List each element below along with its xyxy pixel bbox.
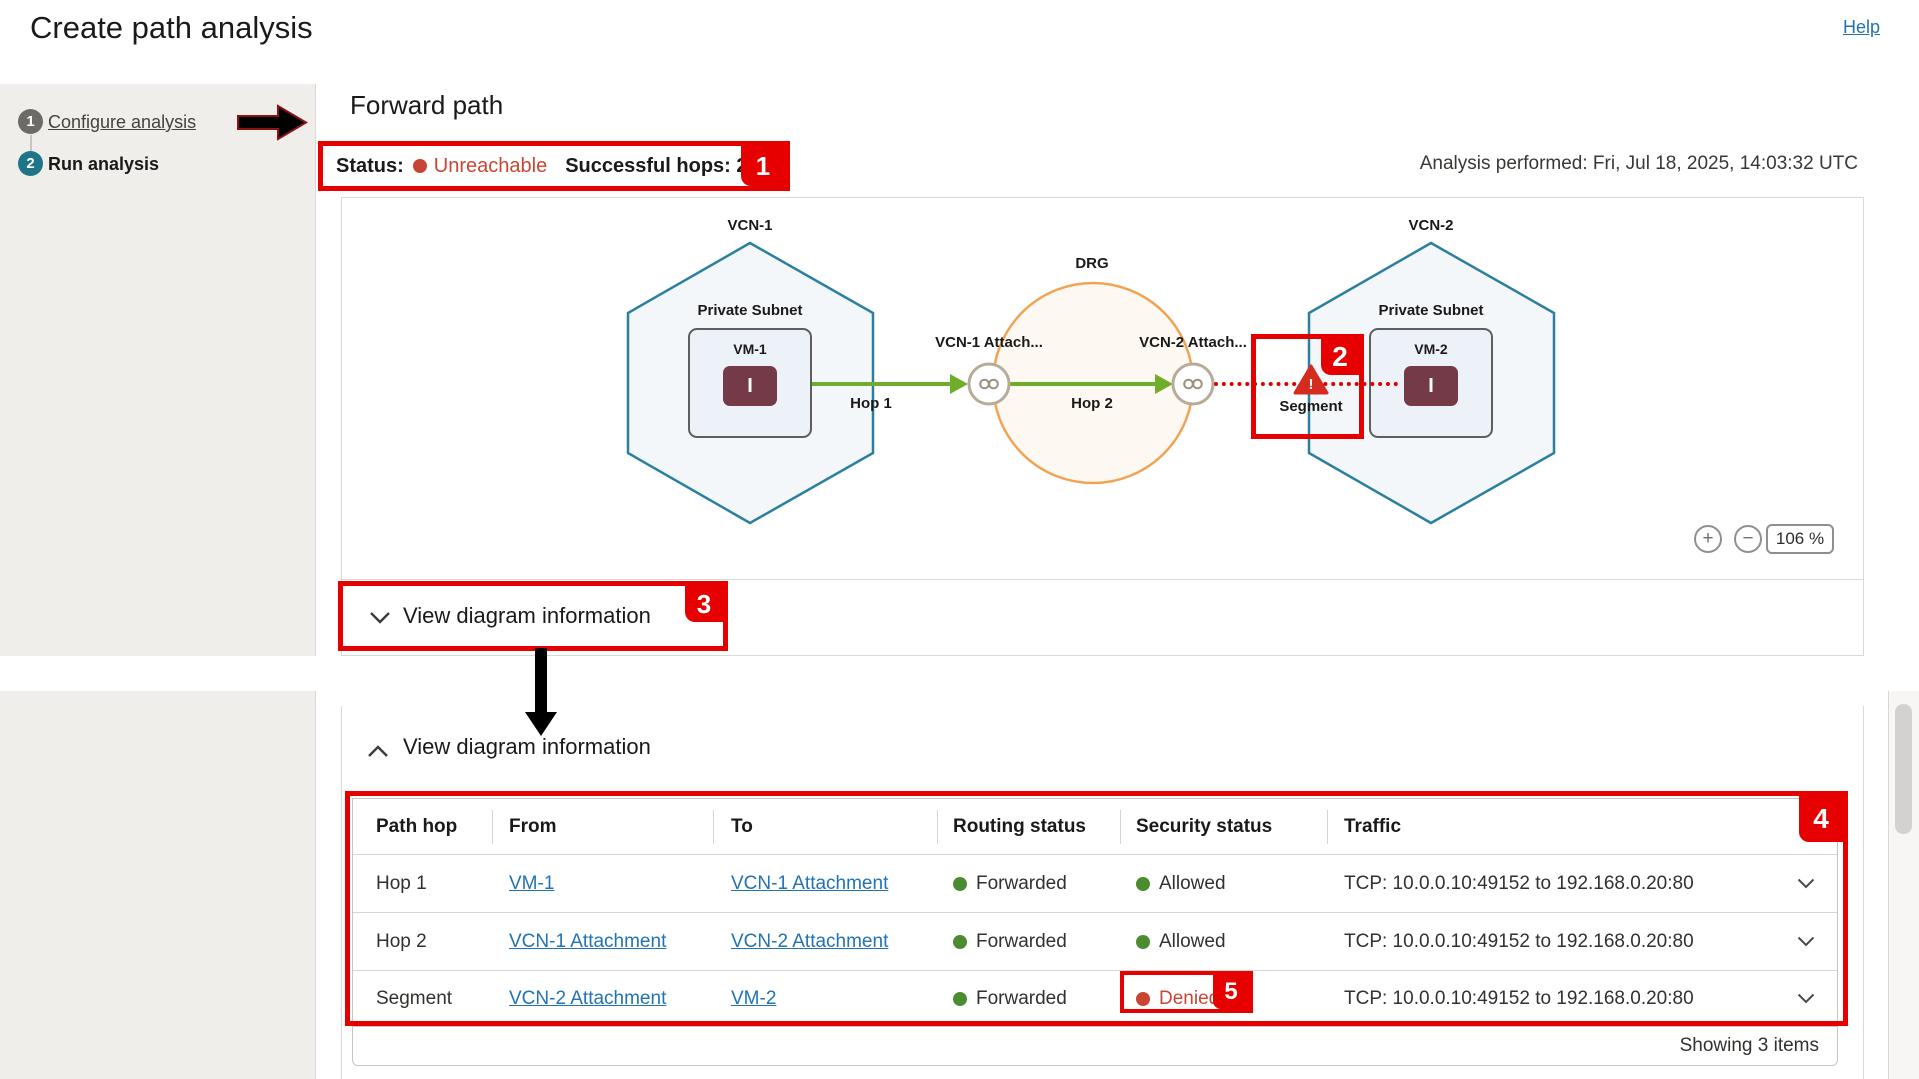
traffic-value: TCP: 10.0.0.10:49152 to 192.168.0.20:80 (1344, 987, 1694, 1009)
to-link[interactable]: VCN-1 Attachment (731, 872, 889, 894)
step-2-circle: 2 (18, 151, 43, 176)
column-header-from: From (493, 809, 714, 844)
hop1-label: Hop 1 (850, 395, 892, 412)
table-row: Hop 2 VCN-1 Attachment VCN-2 Attachment … (353, 912, 1837, 970)
screenshot-gap-band (0, 656, 1919, 691)
path-diagram-panel: VCN-1 VCN-2 DRG Private Subnet Private S… (341, 197, 1864, 656)
vcn1-subnet-box[interactable]: VM-1 I (688, 328, 812, 438)
callout-arrow-down-icon (525, 648, 557, 736)
zoom-in-button[interactable]: + (1694, 525, 1722, 553)
warning-icon: ! (1293, 364, 1329, 395)
chevron-up-icon[interactable] (367, 745, 389, 758)
security-status-value: Allowed (1159, 930, 1226, 952)
forwarded-status-dot-icon (953, 876, 967, 891)
table-row: Segment VCN-2 Attachment VM-2 Forwarded … (353, 970, 1837, 1026)
forward-path-heading: Forward path (350, 90, 504, 120)
column-header-to: To (714, 809, 938, 844)
security-status-value: Denied (1159, 987, 1220, 1009)
row-expand-chevron-icon[interactable] (1797, 878, 1815, 889)
vm2-instance-icon[interactable]: I (1404, 366, 1458, 406)
status-value: Unreachable (433, 154, 548, 177)
row-expand-chevron-icon[interactable] (1797, 936, 1815, 947)
forwarded-status-dot-icon (953, 934, 967, 949)
zoom-out-button[interactable]: − (1734, 525, 1762, 553)
column-header-path-hop: Path hop (353, 809, 493, 844)
segment-label: Segment (1279, 398, 1343, 415)
successful-hops-text: Successful hops: 2 (565, 154, 748, 177)
vcn2-subnet-label: Private Subnet (1378, 302, 1484, 319)
path-hops-table: Path hop From To Routing status Security… (352, 798, 1838, 1066)
unreachable-status-dot-icon (412, 159, 427, 173)
step-1-circle: 1 (18, 109, 43, 134)
traffic-value: TCP: 10.0.0.10:49152 to 192.168.0.20:80 (1344, 930, 1694, 952)
vm1-instance-icon[interactable]: I (723, 366, 777, 406)
column-header-security-status: Security status (1121, 809, 1328, 844)
path-hop-cell: Segment (376, 987, 453, 1009)
denied-status-dot-icon (1136, 991, 1150, 1006)
to-link[interactable]: VCN-2 Attachment (731, 930, 889, 952)
sidebar-item-configure-analysis[interactable]: Configure analysis (48, 112, 197, 132)
view-diagram-information-label: View diagram information (403, 603, 651, 628)
path-hop-cell: Hop 1 (376, 872, 427, 894)
vm2-label: VM-2 (1414, 341, 1448, 357)
annotation-badge-1: 1 (741, 146, 785, 186)
allowed-status-dot-icon (1136, 876, 1150, 891)
allowed-status-dot-icon (1136, 934, 1150, 949)
from-link[interactable]: VCN-2 Attachment (509, 987, 667, 1009)
status-label: Status: (336, 154, 404, 177)
step-connector-line (30, 135, 32, 151)
traffic-value: TCP: 10.0.0.10:49152 to 192.168.0.20:80 (1344, 872, 1694, 894)
hop1-arrowhead-icon (950, 374, 968, 394)
zoom-level-field[interactable]: 106 % (1766, 524, 1834, 554)
vm1-label: VM-1 (733, 341, 767, 357)
sidebar-item-run-analysis: Run analysis (48, 154, 160, 174)
table-footer: Showing 3 items (353, 1026, 1837, 1065)
stepper-sidebar-bottom (0, 691, 316, 1079)
svg-text:!: ! (1309, 376, 1314, 393)
security-status-value: Allowed (1159, 872, 1226, 894)
routing-status-value: Forwarded (976, 930, 1067, 952)
path-hop-cell: Hop 2 (376, 930, 427, 952)
view-diagram-information-collapsed[interactable]: View diagram information (342, 579, 1863, 655)
vcn1-subnet-label: Private Subnet (697, 302, 803, 319)
table-header-row: Path hop From To Routing status Security… (353, 799, 1837, 854)
hop2-arrowhead-icon (1155, 374, 1173, 394)
vcn1-title: VCN-1 (727, 217, 773, 234)
from-link[interactable]: VCN-1 Attachment (509, 930, 667, 952)
vcn2-title: VCN-2 (1408, 217, 1454, 234)
vcn1-attachment-label: VCN-1 Attach... (935, 334, 1043, 351)
table-row: Hop 1 VM-1 VCN-1 Attachment Forwarded Al… (353, 854, 1837, 912)
to-link[interactable]: VM-2 (731, 987, 777, 1009)
row-expand-chevron-icon[interactable] (1797, 993, 1815, 1004)
vcn2-attachment-label: VCN-2 Attach... (1139, 334, 1247, 351)
forwarded-status-dot-icon (953, 991, 967, 1006)
view-diagram-information-expanded[interactable]: View diagram information (403, 734, 651, 759)
page-title: Create path analysis (30, 10, 313, 45)
column-header-routing-status: Routing status (938, 809, 1121, 844)
routing-status-value: Forwarded (976, 872, 1067, 894)
chevron-down-icon[interactable] (369, 611, 391, 624)
stepper-sidebar-top (0, 84, 316, 656)
routing-status-value: Forwarded (976, 987, 1067, 1009)
callout-arrow-right-icon (237, 104, 308, 141)
attachment-link-icon (979, 378, 999, 390)
hop2-label: Hop 2 (1071, 395, 1113, 412)
analysis-performed-text: Analysis performed: Fri, Jul 18, 2025, 1… (1419, 153, 1858, 174)
scrollbar-thumb[interactable] (1895, 704, 1912, 834)
drg-title: DRG (1075, 255, 1109, 272)
help-link[interactable]: Help (1842, 17, 1880, 37)
attachment-link-icon (1183, 378, 1203, 390)
column-header-traffic: Traffic (1344, 815, 1402, 837)
annotation-box-1: Status: Unreachable Successful hops: 2 1 (318, 141, 790, 191)
from-link[interactable]: VM-1 (509, 872, 555, 894)
